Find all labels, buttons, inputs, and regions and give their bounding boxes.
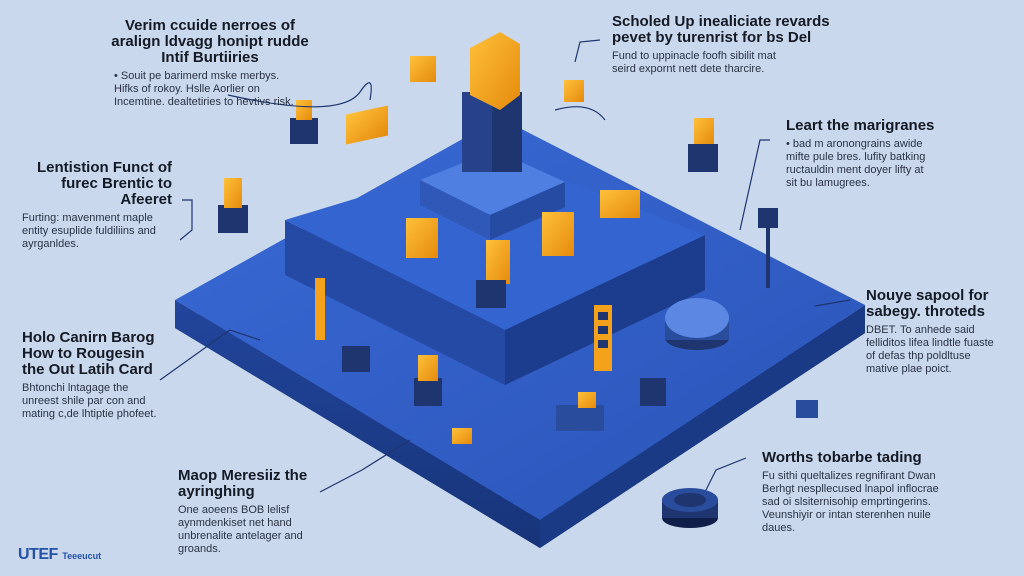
dark-cubes [218, 118, 818, 431]
round-elements [662, 298, 729, 528]
brand-logo: UTEF Teeeucut [18, 546, 101, 564]
callout-left-low-body: Bhtonchi lntagage the unreest shile par … [22, 382, 157, 420]
callout-bottom-right-body: Fu sithi queltalizes regnifirant Dwan Be… [762, 470, 939, 534]
callout-mid-left-body: Furting: mavenment maple entity esuplide… [22, 212, 156, 250]
leader-lines [159, 39, 851, 493]
callout-right-low-body: DBET. To anhede said felliditos lifea li… [866, 324, 994, 375]
central-tower [420, 32, 565, 240]
orange-blocks [315, 105, 640, 371]
callout-mid-left: Lentistion Funct of furec Brentic to Afe… [22, 160, 172, 251]
callout-mid-right-body: • bad m aronongrains awide mifte pule br… [786, 138, 926, 189]
callout-top-left-title: Verim ccuide nerroes of aralign ldvagg h… [111, 17, 309, 66]
callout-bottom-right-title: Worths tobarbe tading [762, 449, 922, 466]
orange-accents [224, 56, 714, 444]
callout-left-low-title: Holo Canirn Barog How to Rougesin the Ou… [22, 329, 155, 378]
callout-mid-right-title: Leart the marigranes [786, 117, 935, 134]
brand-logo-mark: UTEF [18, 546, 58, 563]
callout-mid-right: Leart the marigranes • bad m aronongrain… [786, 118, 966, 190]
callout-top-right: Scholed Up inealiciate revards pevet by … [612, 14, 832, 76]
callout-bottom-center-title: Maop Meresiiz the ayringhing [178, 467, 308, 500]
brand-logo-text: Teeeucut [62, 551, 102, 561]
callout-bottom-center-body: One aoeens BOB lelisf aynmdenkiset net h… [178, 504, 303, 555]
callout-top-right-title: Scholed Up inealiciate revards pevet by … [612, 13, 830, 46]
callout-bottom-center: Maop Meresiiz the ayringhing One aoeens … [178, 468, 328, 556]
callout-left-low: Holo Canirn Barog How to Rougesin the Ou… [22, 330, 162, 421]
callout-top-right-body: Fund to uppinacle foofh sibilit mat seir… [612, 50, 776, 75]
callout-right-low: Nouye sapool for sabegy. throteds DBET. … [866, 288, 1016, 376]
callout-mid-left-title: Lentistion Funct of furec Brentic to Afe… [37, 159, 172, 208]
callout-bottom-right: Worths tobarbe tading Fu sithi queltaliz… [762, 450, 962, 535]
callout-right-low-title: Nouye sapool for sabegy. throteds [866, 287, 989, 320]
callout-top-left-body: • Souit pe barimerd mske merbys. Hifks o… [114, 70, 294, 108]
callout-top-left: Verim ccuide nerroes of aralign ldvagg h… [110, 18, 310, 109]
